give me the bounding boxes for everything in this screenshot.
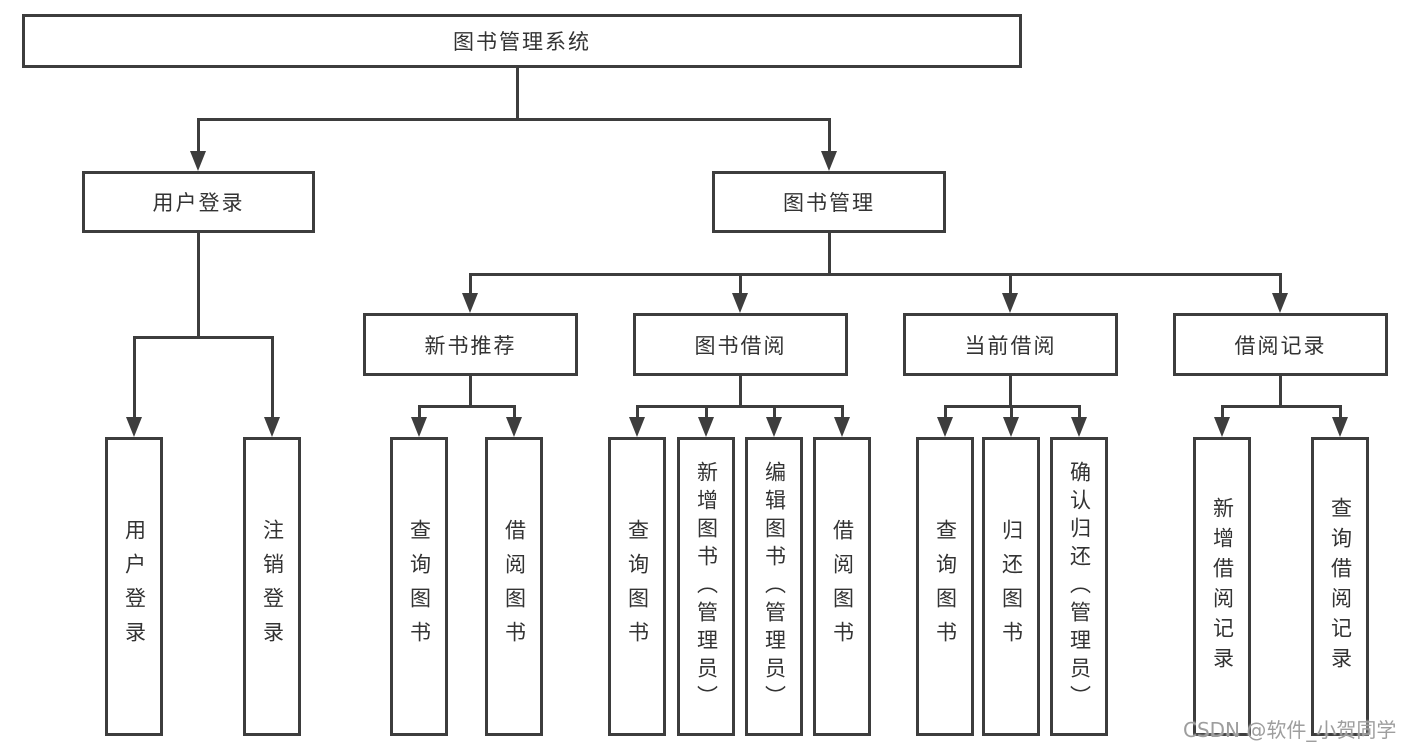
connector-bb-leaf3: [773, 405, 776, 417]
node-query-borrow-record: 查询借阅记录: [1311, 437, 1369, 736]
leaf-label: 确认归还（管理员）: [1067, 460, 1092, 713]
node-return-books: 归还图书: [982, 437, 1040, 736]
connector-borrow-records-stem: [1279, 376, 1282, 405]
leaf-label: 查询图书: [933, 518, 958, 655]
leaf-label: 新增图书（管理员）: [694, 460, 719, 713]
connector-to-login-leaf: [133, 336, 136, 417]
node-query-books-current: 查询图书: [916, 437, 974, 736]
node-query-books-new-book: 查询图书: [390, 437, 448, 736]
arrowhead-bb-leaf3: [766, 417, 782, 437]
connector-bb-leaf2: [705, 405, 708, 417]
arrowhead-cb-leaf3: [1071, 417, 1087, 437]
node-library-management-system: 图书管理系统: [22, 14, 1022, 68]
node-book-borrowing: 图书借阅: [633, 313, 848, 376]
arrowhead-bb-leaf1: [629, 417, 645, 437]
node-user-login: 用户登录: [82, 171, 315, 233]
node-borrow-books-borrowing: 借阅图书: [813, 437, 871, 736]
arrowhead-br-leaf2: [1332, 417, 1348, 437]
arrowhead-borrow-records: [1272, 293, 1288, 313]
connector-book-borrow-branch: [636, 405, 844, 408]
connector-bb-leaf4: [841, 405, 844, 417]
arrowhead-book-borrow: [732, 293, 748, 313]
arrowhead-cb-leaf1: [937, 417, 953, 437]
arrowhead-nb-leaf1: [411, 417, 427, 437]
node-current-borrowing: 当前借阅: [903, 313, 1118, 376]
connector-new-book-stem: [469, 376, 472, 405]
connector-br-leaf2: [1339, 405, 1342, 417]
connector-borrow-records-branch: [1221, 405, 1341, 408]
connector-cb-leaf1: [944, 405, 947, 417]
arrowhead-book-management: [821, 151, 837, 171]
connector-br-leaf1: [1221, 405, 1224, 417]
connector-root-branch: [197, 118, 831, 121]
leaf-label: 注销登录: [260, 518, 285, 655]
node-query-books-borrowing: 查询图书: [608, 437, 666, 736]
connector-cb-leaf2: [1010, 405, 1013, 417]
leaf-label: 查询借阅记录: [1328, 496, 1353, 677]
node-new-book-recommend: 新书推荐: [363, 313, 578, 376]
node-logout-leaf: 注销登录: [243, 437, 301, 736]
leaf-label: 查询图书: [407, 518, 432, 655]
arrowhead-cb-leaf2: [1003, 417, 1019, 437]
arrowhead-user-login: [190, 151, 206, 171]
leaf-label: 归还图书: [999, 518, 1024, 655]
node-add-borrow-record: 新增借阅记录: [1193, 437, 1251, 736]
arrowhead-nb-leaf2: [506, 417, 522, 437]
connector-user-login-stem: [197, 233, 200, 336]
node-user-login-leaf: 用户登录: [105, 437, 163, 736]
arrowhead-bb-leaf4: [834, 417, 850, 437]
leaf-label: 新增借阅记录: [1210, 496, 1235, 677]
leaf-label: 编辑图书（管理员）: [762, 460, 787, 713]
connector-current-borrow-stem: [1009, 376, 1012, 405]
connector-new-book-branch: [418, 405, 516, 408]
connector-nb-leaf2: [513, 405, 516, 417]
arrowhead-current-borrow: [1002, 293, 1018, 313]
arrowhead-bb-leaf2: [698, 417, 714, 437]
connector-to-borrow-records: [1279, 273, 1282, 293]
connector-to-current-borrow: [1009, 273, 1012, 293]
connector-root-stem: [516, 68, 519, 118]
node-borrowing-records: 借阅记录: [1173, 313, 1388, 376]
node-edit-books-admin: 编辑图书（管理员）: [745, 437, 803, 736]
connector-user-login-branch: [133, 336, 274, 339]
leaf-label: 借阅图书: [502, 518, 527, 655]
connector-to-book-borrow: [739, 273, 742, 293]
connector-to-logout-leaf: [271, 336, 274, 417]
connector-to-user-login: [197, 118, 200, 151]
connector-nb-leaf1: [418, 405, 421, 417]
arrowhead-br-leaf1: [1214, 417, 1230, 437]
arrowhead-new-book: [462, 293, 478, 313]
csdn-watermark: CSDN @软件_小贺同学: [1183, 718, 1397, 742]
leaf-label: 用户登录: [122, 518, 147, 655]
connector-bb-leaf1: [636, 405, 639, 417]
leaf-label: 借阅图书: [830, 518, 855, 655]
connector-to-book-management: [828, 118, 831, 151]
connector-to-new-book: [469, 273, 472, 293]
arrowhead-login-leaf: [126, 417, 142, 437]
leaf-label: 查询图书: [625, 518, 650, 655]
node-add-books-admin: 新增图书（管理员）: [677, 437, 735, 736]
connector-book-borrow-stem: [739, 376, 742, 405]
node-confirm-return-admin: 确认归还（管理员）: [1050, 437, 1108, 736]
connector-book-mgmt-branch: [469, 273, 1281, 276]
arrowhead-logout-leaf: [264, 417, 280, 437]
connector-cb-leaf3: [1078, 405, 1081, 417]
node-borrow-books-new-book: 借阅图书: [485, 437, 543, 736]
node-book-management: 图书管理: [712, 171, 946, 233]
connector-book-mgmt-stem: [828, 233, 831, 273]
